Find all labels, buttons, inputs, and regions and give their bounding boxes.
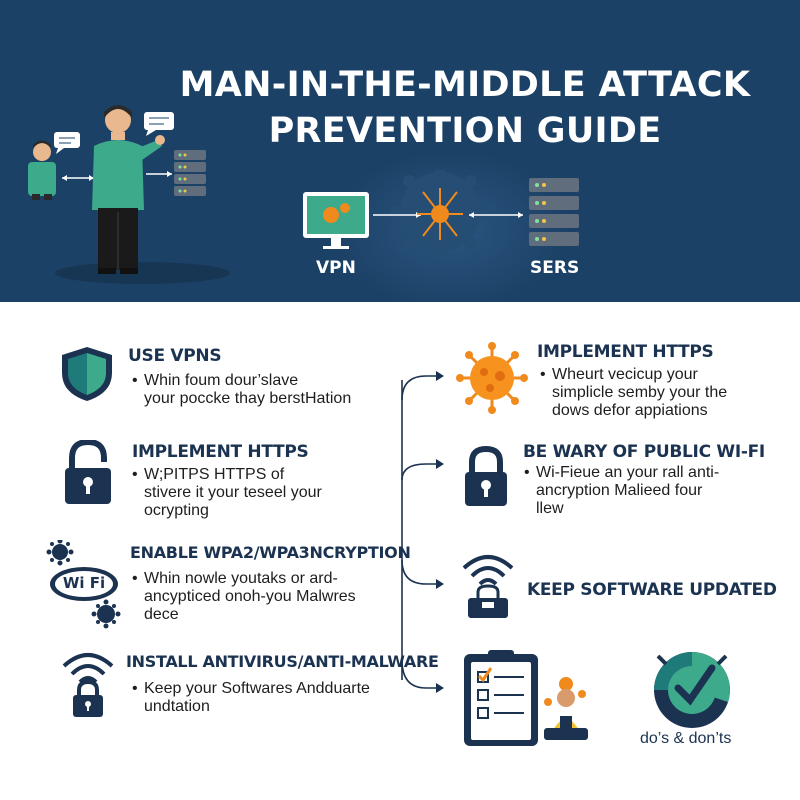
- connector-lines: [401, 371, 444, 693]
- tip-desc-line: W;PITPS HTTPS of: [144, 466, 285, 483]
- tip-title-enable-wpa: ENABLE WPA2/WPA3NCRYPTION: [130, 543, 411, 562]
- tip-desc-line: Wi-Fieue an your rall anti-: [536, 464, 720, 481]
- tip-desc-line: Wheurt vecicup your: [552, 366, 698, 383]
- tip-desc-line: simplicle semby your the dows defor appi…: [552, 384, 728, 419]
- tip-desc-line: Whin nowle youtaks or ard-: [144, 570, 338, 587]
- tip-desc-line: Keep your Softwares Andduarte: [144, 680, 370, 697]
- unlocked-padlock-icon: [65, 440, 111, 504]
- wifi-lock-icon: [62, 653, 114, 717]
- header-banner: MAN-IN-THE-MIDDLE ATTACK PREVENTION GUID…: [0, 0, 800, 302]
- attacker-scene-illustration: [28, 105, 206, 274]
- speech-bubble-icon: [144, 112, 174, 136]
- tip-desc-line: ancryption Malieed four llew: [536, 482, 703, 517]
- tip-desc-line: your poccke thay berstHation: [144, 390, 352, 407]
- tip-desc-implement-https-right: •Wheurt vecicup your simplicle semby you…: [540, 366, 728, 419]
- tip-title-use-vpns: USE VPNS: [128, 346, 222, 366]
- tip-desc-line: undtation: [144, 698, 210, 715]
- checklist-clipboard-icon: [464, 650, 538, 746]
- tip-title-implement-https-right: IMPLEMENT HTTPS: [537, 342, 714, 362]
- padlock-icon: [465, 446, 507, 506]
- wifi-logo-text: Wi Fi: [62, 574, 106, 592]
- tip-desc-public-wifi: •Wi-Fieue an your rall anti- ancryption …: [524, 464, 720, 517]
- tip-desc-line: stivere it your teseel your ocrypting: [144, 484, 322, 519]
- virus-icon: [456, 342, 528, 414]
- servers-label: SERS: [530, 258, 580, 278]
- speech-bubble-icon: [54, 132, 80, 154]
- tip-desc-line: ancypticed onoh-you Malwres dece: [144, 588, 356, 623]
- tip-title-keep-updated: KEEP SOFTWARE UPDATED: [527, 580, 777, 600]
- vpn-label: VPN: [316, 258, 356, 278]
- arrow-icon: [146, 171, 172, 177]
- virus-icon: [91, 599, 121, 629]
- title-line-2: PREVENTION GUIDE: [268, 111, 662, 151]
- wifi-router-icon: [462, 555, 514, 618]
- virus-icon: [46, 540, 74, 566]
- tip-desc-enable-wpa: •Whin nowle youtaks or ard- ancypticed o…: [132, 570, 356, 623]
- double-arrow-icon: [469, 212, 523, 218]
- tip-title-implement-https: IMPLEMENT HTTPS: [132, 442, 309, 462]
- mitm-diagram-illustration: [303, 170, 579, 260]
- tip-desc-install-antivirus: •Keep your Softwares Andduarte undtation: [132, 680, 370, 715]
- dos-donts-label: do’s & don’ts: [640, 730, 732, 747]
- tip-desc-use-vpns: •Whin foum dour’slave your poccke thay b…: [132, 372, 352, 407]
- page-title: MAN-IN-THE-MIDDLE ATTACK PREVENTION GUID…: [150, 62, 780, 154]
- monitor-icon: [303, 192, 369, 249]
- victim-person-icon: [28, 140, 56, 200]
- hacker-figure-icon: [544, 677, 588, 740]
- double-arrow-icon: [62, 175, 94, 181]
- tip-desc-implement-https: •W;PITPS HTTPS of stivere it your teseel…: [132, 466, 322, 519]
- server-rack-icon: [174, 150, 206, 196]
- title-line-1: MAN-IN-THE-MIDDLE ATTACK: [179, 65, 751, 105]
- wifi-virus-icon: [46, 540, 121, 629]
- tip-title-install-antivirus: INSTALL ANTIVIRUS/ANTI-MALWARE: [126, 652, 439, 671]
- shield-icon: [62, 347, 112, 401]
- attacker-virus-icon: [417, 188, 463, 240]
- tip-title-public-wifi: BE WARY OF PUBLIC WI-FI: [523, 442, 765, 462]
- attacker-person-icon: [92, 105, 165, 274]
- dos-donts-icon: [654, 652, 730, 728]
- server-rack-icon: [529, 178, 579, 246]
- tip-desc-line: Whin foum dour’slave: [144, 372, 299, 389]
